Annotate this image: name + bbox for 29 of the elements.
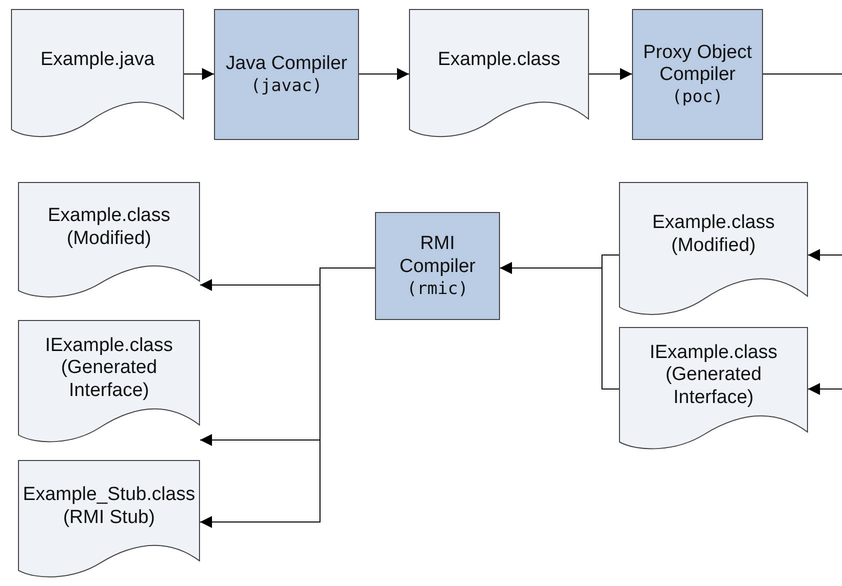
arrow	[808, 383, 842, 395]
node-label: Java Compiler	[226, 52, 348, 76]
node-label: Example.class (Modified)	[651, 212, 776, 258]
node-label: Example.class (Modified)	[46, 205, 172, 251]
process-box	[214, 9, 359, 140]
arrow	[500, 262, 620, 390]
arrow	[184, 68, 214, 80]
arrow	[358, 68, 410, 80]
document-shape	[11, 9, 184, 140]
command-label: (javac)	[250, 76, 322, 96]
process-box	[375, 212, 500, 320]
process-box	[632, 9, 763, 140]
document-shape	[409, 9, 589, 140]
document-shape	[18, 460, 200, 580]
node-label: Example_Stub.class (RMI Stub)	[22, 484, 196, 530]
document-shape	[619, 182, 808, 318]
node-label: RMI Compiler	[398, 233, 477, 279]
document-shape	[619, 327, 808, 452]
document-shape	[18, 182, 200, 300]
command-label: (rmic)	[406, 278, 468, 299]
node-label: Example.java	[40, 48, 155, 72]
node-label: IExample.class (Generated Interface)	[44, 334, 174, 403]
node-label: IExample.class (Generated Interface)	[648, 342, 778, 410]
node-label: Proxy Object Compiler	[642, 42, 753, 88]
document-shape	[18, 320, 200, 445]
arrow	[588, 68, 632, 80]
arrow	[808, 249, 842, 261]
command-label: (poc)	[672, 87, 724, 108]
node-label: Example.class	[438, 48, 560, 72]
